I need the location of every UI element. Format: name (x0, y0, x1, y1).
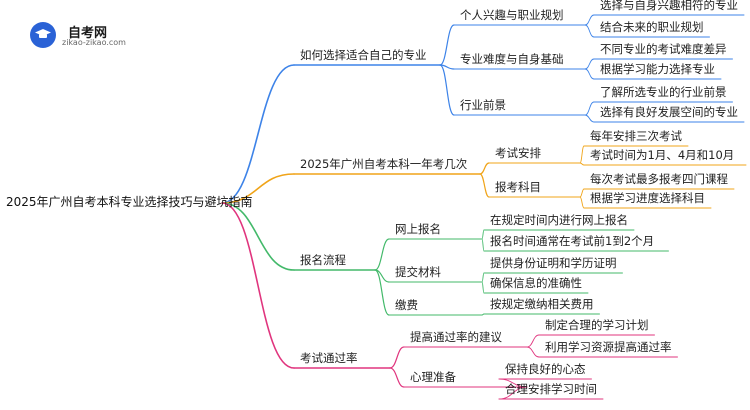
connector-line (579, 145, 585, 164)
leaf-topic: 考试时间为1月、4月和10月 (590, 148, 735, 162)
connector-line (579, 196, 585, 209)
leaf-topic: 提供身份证明和学历证明 (490, 256, 617, 270)
connector-line (479, 162, 490, 175)
connector-line (481, 272, 485, 283)
connector-line (584, 68, 595, 80)
subtopic: 专业难度与自身基础 (460, 52, 564, 66)
leaf-topic: 制定合理的学习计划 (545, 318, 649, 332)
root-topic: 2025年广州自考本科专业选择技巧与避坑指南 (6, 195, 253, 209)
connector-line (579, 188, 585, 198)
leaf-topic: 了解所选专业的行业前景 (600, 85, 727, 99)
branch-topic: 2025年广州自考本科一年考几次 (300, 157, 468, 171)
leaf-topic: 不同专业的考试难度差异 (600, 42, 727, 56)
leaf-topic: 结合未来的职业规划 (600, 20, 704, 34)
subtopic: 提高通过率的建议 (410, 330, 502, 344)
connector-line (389, 367, 405, 388)
subtopic: 网上报名 (395, 222, 441, 236)
connector-line (221, 64, 295, 204)
connector-line (584, 14, 595, 26)
branch-topic: 考试通过率 (300, 351, 358, 365)
connector-line (374, 269, 390, 316)
connector-line (374, 238, 390, 271)
leaf-topic: 保持良好的心态 (505, 362, 586, 376)
connector-line (221, 202, 295, 369)
connector-line (221, 202, 295, 271)
logo-url: zikao-zikao.com (62, 38, 126, 47)
connector-line (584, 58, 595, 70)
subtopic: 行业前景 (460, 98, 506, 112)
graduation-cap-icon (35, 29, 51, 38)
connector-line (479, 173, 490, 198)
leaf-topic: 合理安排学习时间 (505, 382, 597, 396)
leaf-topic: 按规定缴纳相关费用 (490, 297, 594, 311)
connector-line (526, 346, 540, 358)
leaf-topic: 选择与自身兴趣相符的专业 (600, 0, 738, 12)
leaf-topic: 根据学习能力选择专业 (600, 62, 715, 76)
logo-badge-icon (30, 22, 56, 48)
connector-line (481, 238, 485, 252)
connector-line (439, 64, 455, 116)
logo-title: 自考网 (68, 26, 108, 41)
connector-line (584, 24, 595, 38)
subtopic: 考试安排 (495, 146, 541, 160)
connector-line (584, 101, 595, 116)
site-logo: 自考网 zikao-zikao.com (30, 20, 150, 50)
connector-line (481, 229, 485, 240)
subtopic: 报考科目 (495, 180, 541, 194)
subtopic: 心理准备 (410, 370, 456, 384)
leaf-topic: 在规定时间内进行网上报名 (490, 213, 628, 227)
subtopic: 个人兴趣与职业规划 (460, 8, 564, 22)
subtopic: 提交材料 (395, 265, 441, 279)
connector-line (526, 334, 540, 348)
connector-line (439, 24, 455, 66)
leaf-topic: 利用学习资源提高通过率 (545, 340, 672, 354)
connector-line (481, 281, 485, 294)
leaf-topic: 选择有良好发展空间的专业 (600, 105, 738, 119)
branch-topic: 报名流程 (300, 253, 346, 267)
branch-topic: 如何选择适合自己的专业 (300, 48, 427, 62)
connector-line (221, 173, 295, 204)
leaf-topic: 每次考试最多报考四门课程 (590, 172, 728, 186)
connector-line (579, 162, 585, 166)
leaf-topic: 确保信息的准确性 (490, 276, 582, 290)
leaf-topic: 每年安排三次考试 (590, 129, 682, 143)
connector-line (584, 114, 595, 123)
leaf-topic: 根据学习进度选择科目 (590, 191, 705, 205)
leaf-topic: 报名时间通常在考试前1到2个月 (490, 234, 655, 248)
subtopic: 缴费 (395, 298, 418, 312)
connector-line (389, 346, 405, 369)
